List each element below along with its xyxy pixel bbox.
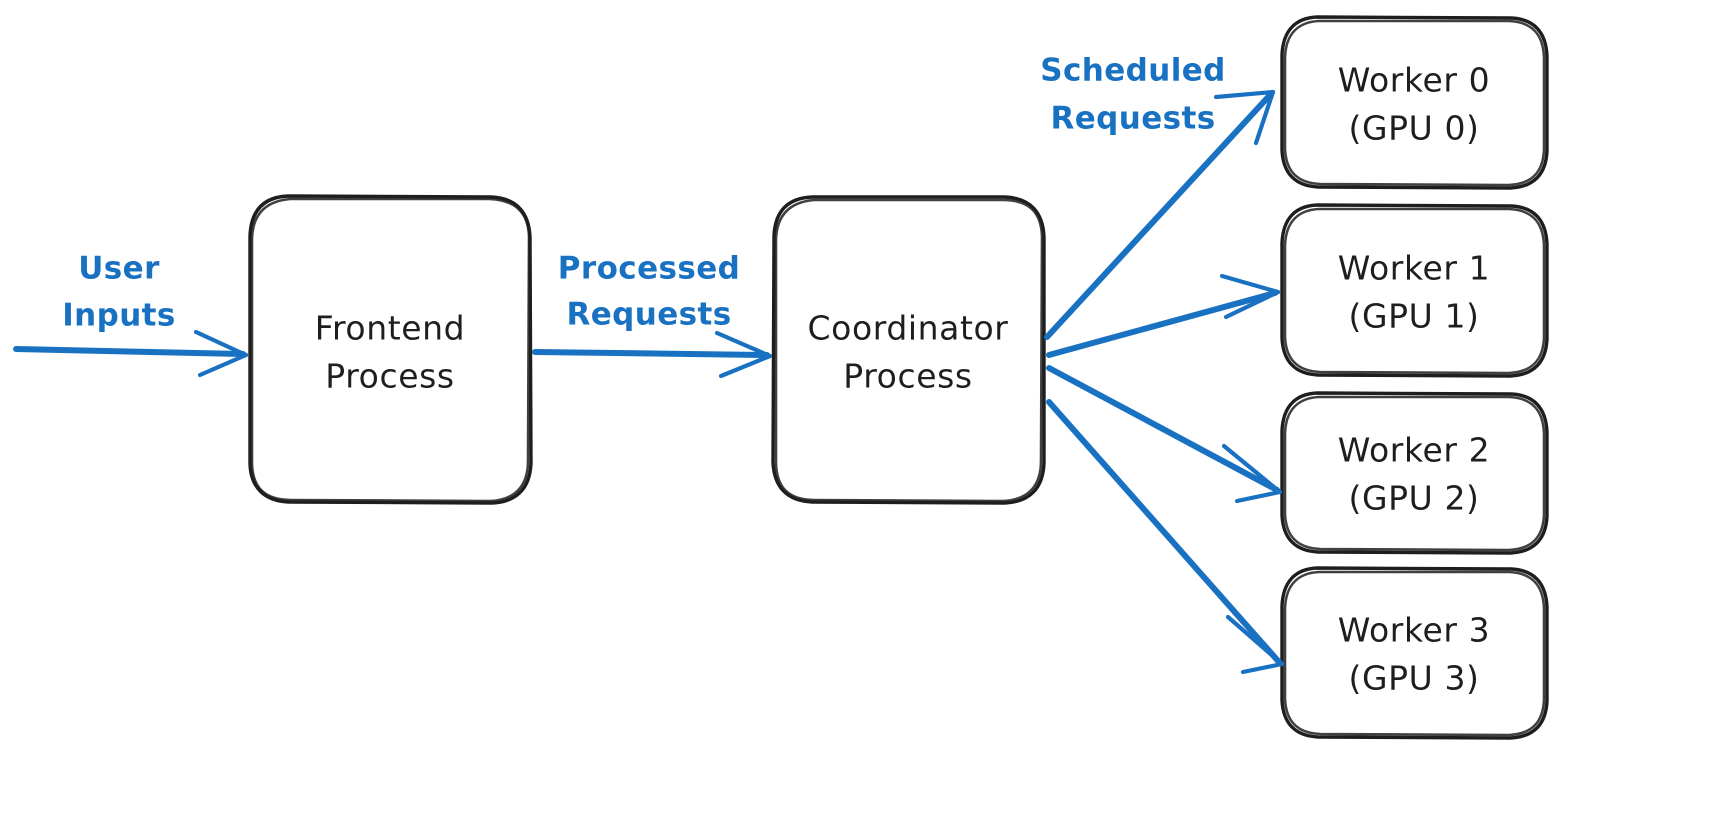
frontend-label-line2: Process — [325, 357, 454, 396]
coordinator-label-line2: Process — [843, 357, 972, 396]
coordinator-label-line1: Coordinator — [808, 309, 1009, 348]
processed-requests-line2: Requests — [566, 297, 731, 333]
worker-3-label-line2: (GPU 3) — [1348, 659, 1479, 698]
worker-3-label-line1: Worker 3 — [1338, 611, 1491, 650]
user-inputs-line1: User — [78, 251, 160, 287]
node-coordinator-process[interactable]: Coordinator Process — [771, 195, 1046, 505]
node-worker-3[interactable]: Worker 3 (GPU 3) — [1280, 566, 1549, 740]
edge-label-scheduled-requests: Scheduled Requests — [1040, 53, 1226, 137]
user-inputs-line2: Inputs — [62, 298, 176, 334]
edge-coordinator-to-worker-2 — [1046, 365, 1283, 504]
edge-coordinator-to-worker-0 — [1044, 89, 1276, 340]
edge-coordinator-to-worker-3 — [1046, 399, 1285, 675]
processed-requests-line1: Processed — [558, 251, 740, 287]
node-worker-2[interactable]: Worker 2 (GPU 2) — [1280, 391, 1549, 555]
edge-user-inputs — [13, 329, 249, 378]
scheduled-requests-line2: Requests — [1050, 101, 1215, 137]
frontend-label-line1: Frontend — [315, 309, 465, 348]
worker-0-label-line1: Worker 0 — [1338, 61, 1491, 100]
node-frontend-process[interactable]: Frontend Process — [248, 194, 533, 505]
edge-coordinator-to-worker-1 — [1046, 273, 1281, 358]
node-worker-1[interactable]: Worker 1 (GPU 1) — [1280, 203, 1549, 378]
worker-2-label-line1: Worker 2 — [1338, 431, 1491, 470]
edge-label-processed-requests: Processed Requests — [558, 251, 740, 333]
node-worker-0[interactable]: Worker 0 (GPU 0) — [1280, 15, 1549, 190]
worker-0-label-line2: (GPU 0) — [1348, 109, 1479, 148]
edge-processed-requests — [532, 330, 773, 379]
worker-1-label-line2: (GPU 1) — [1348, 297, 1479, 336]
worker-1-label-line1: Worker 1 — [1338, 249, 1491, 288]
scheduled-requests-line1: Scheduled — [1040, 53, 1226, 89]
edge-label-user-inputs: User Inputs — [62, 251, 176, 334]
worker-2-label-line2: (GPU 2) — [1348, 479, 1479, 518]
